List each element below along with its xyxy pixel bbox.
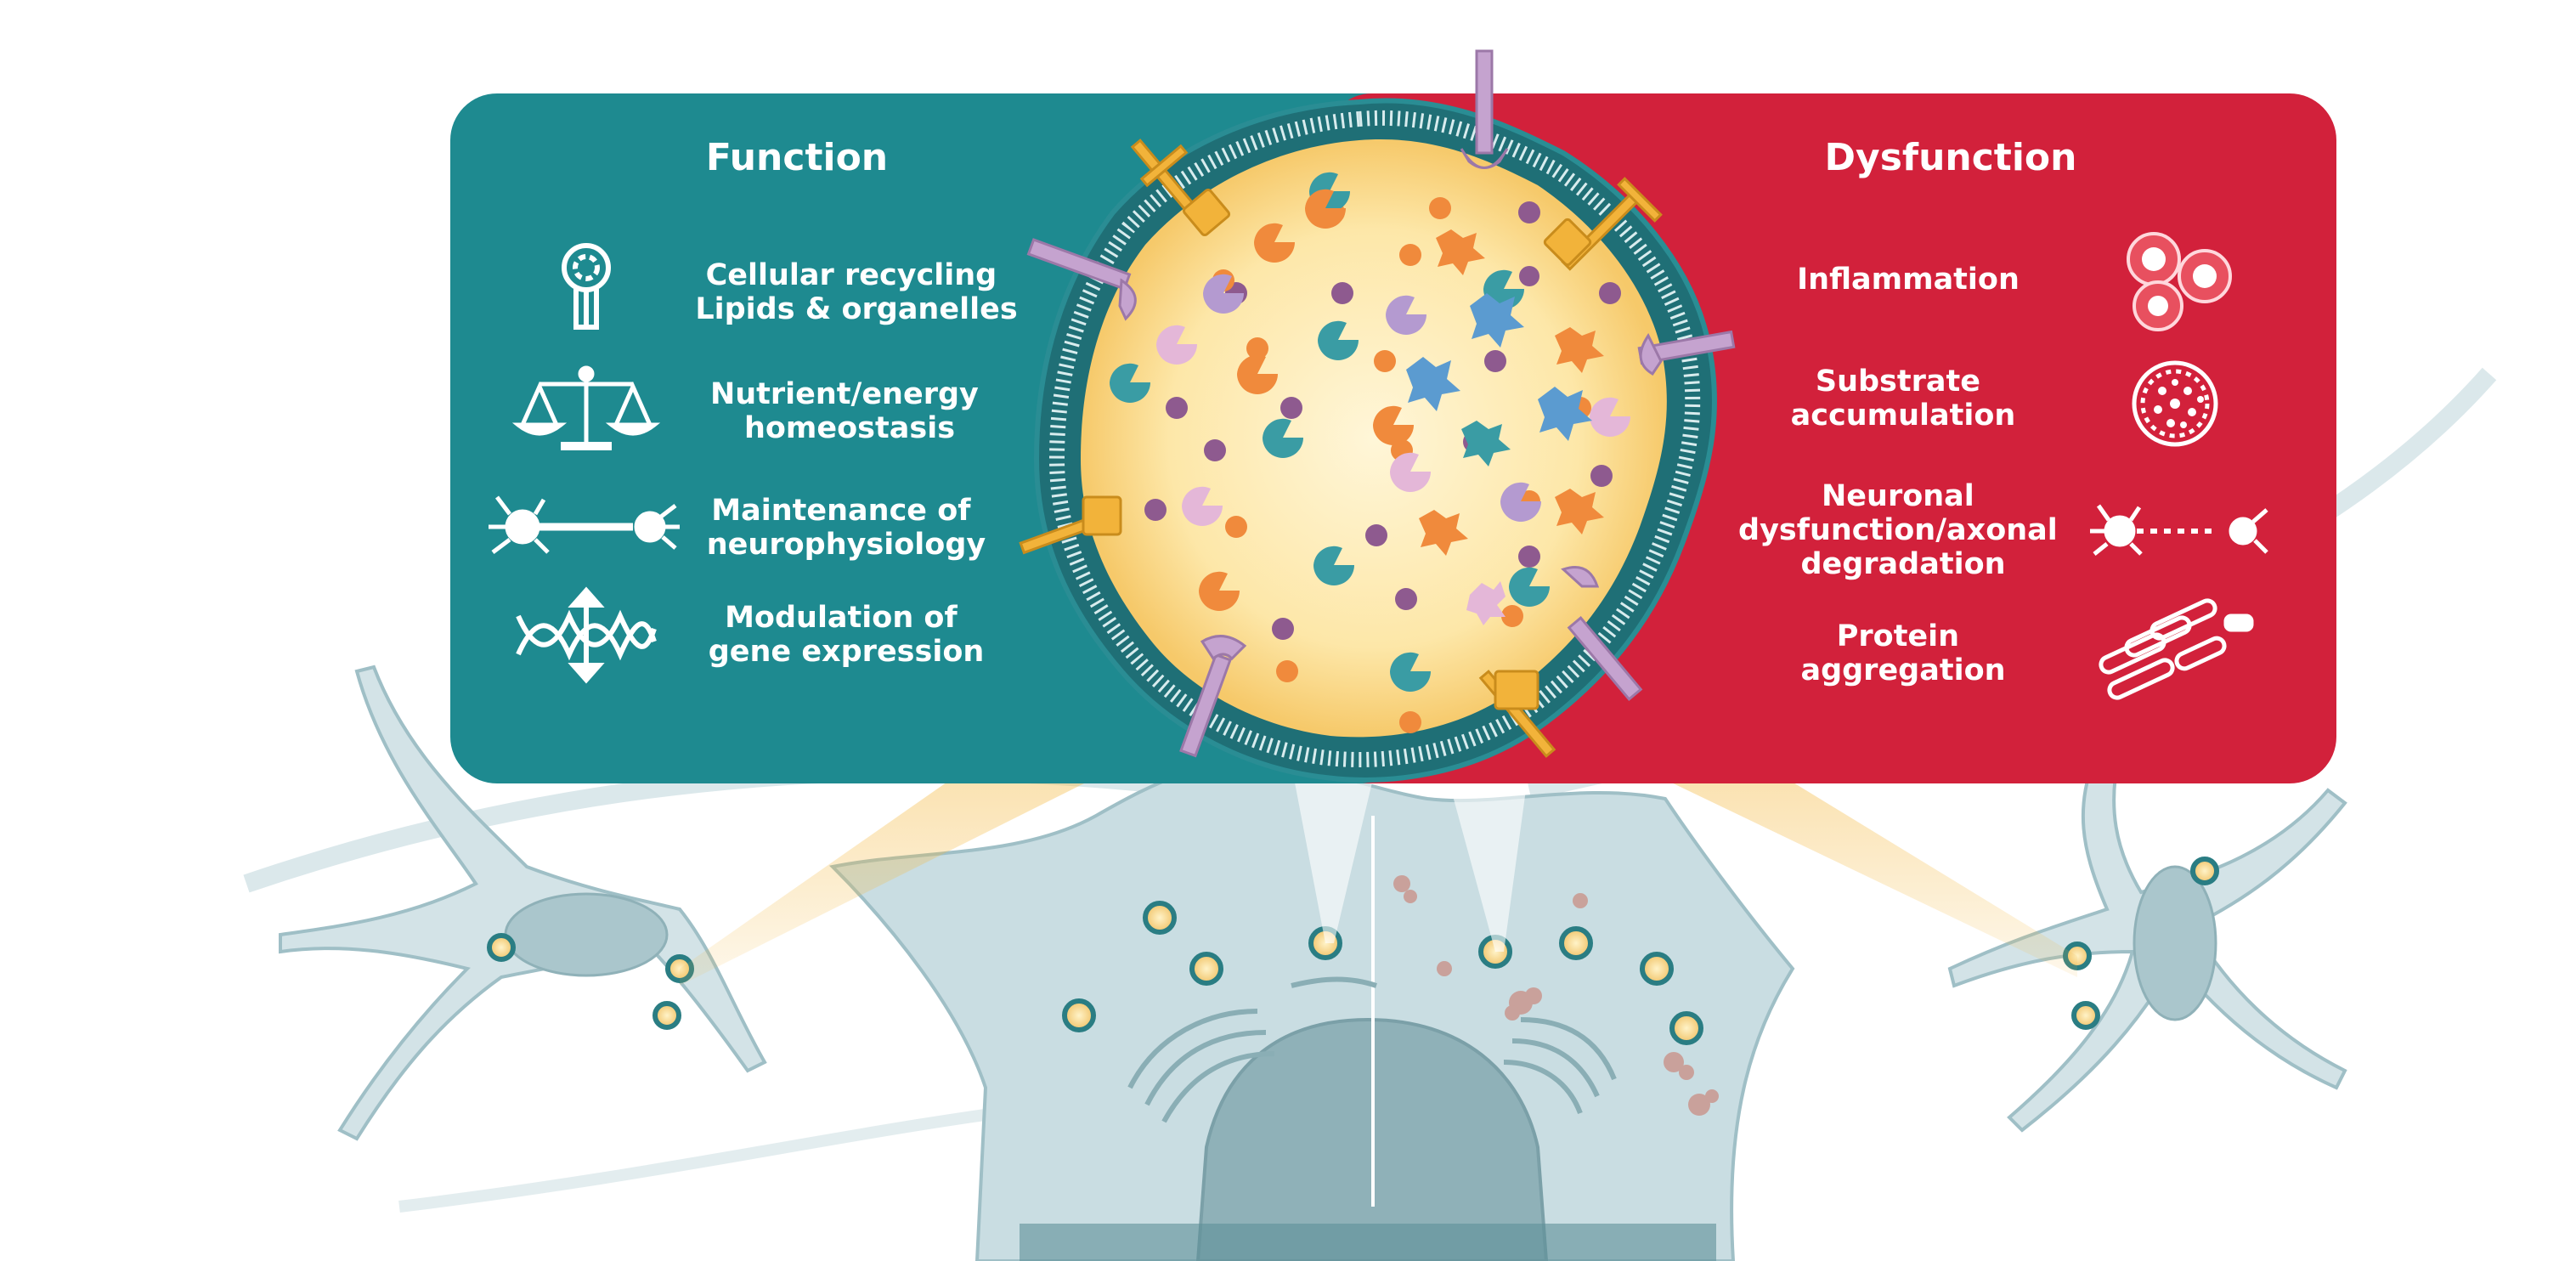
function-item-1: Cellular recycling Lipids & organelles — [695, 258, 1017, 326]
lumen-molecules — [1110, 172, 1630, 733]
function-item-3-line-2: neurophysiology — [707, 528, 986, 562]
dysfunction-item-2-line-2: accumulation — [1791, 399, 2016, 433]
dysfunction-item-3: Neuronal dysfunction/axonal degradation — [1738, 479, 2068, 581]
substrate-accumulation-icon — [2132, 360, 2218, 447]
function-item-4: Modulation of gene expression — [709, 601, 985, 669]
dna-helix-icon — [516, 586, 657, 684]
protein-aggregate-icon — [2099, 598, 2254, 700]
dysfunction-item-3-line-1: Neuronal — [1822, 479, 1974, 513]
inflammation-cells-icon — [2127, 232, 2232, 331]
dysfunction-item-3-line-3: degradation — [1800, 547, 2005, 581]
degraded-neuron-icon — [2090, 504, 2268, 556]
lysosome — [1019, 49, 1736, 783]
left-neuron — [279, 664, 767, 1141]
function-item-3-line-1: Maintenance of — [711, 494, 971, 528]
dysfunction-item-1-line-1: Inflammation — [1797, 263, 2020, 297]
function-title: Function — [706, 136, 888, 179]
membrane-receptors — [1019, 49, 1736, 758]
dysfunction-item-4-line-1: Protein — [1837, 619, 1959, 653]
balance-scale-icon — [511, 365, 661, 450]
dysfunction-item-4: Protein aggregation — [1800, 619, 2005, 687]
function-item-1-line-1: Cellular recycling — [706, 258, 997, 292]
function-item-2-line-1: Nutrient/energy — [710, 377, 979, 411]
dysfunction-item-1: Inflammation — [1797, 263, 2020, 297]
dysfunction-title: Dysfunction — [1825, 136, 2077, 179]
function-item-4-line-1: Modulation of — [725, 601, 958, 635]
function-item-4-line-2: gene expression — [709, 635, 985, 669]
lysosome-recycling-icon — [562, 243, 611, 330]
healthy-neuron-icon — [489, 495, 680, 554]
dysfunction-item-3-line-2: dysfunction/axonal — [1738, 513, 2058, 547]
dysfunction-item-4-line-2: aggregation — [1800, 653, 2005, 687]
function-item-3: Maintenance of neurophysiology — [707, 494, 986, 562]
function-item-1-line-2: Lipids & organelles — [695, 292, 1017, 326]
dysfunction-item-2-line-1: Substrate — [1816, 365, 1980, 399]
function-item-2-line-2: homeostasis — [744, 411, 955, 445]
function-item-2: Nutrient/energy homeostasis — [710, 377, 989, 445]
dysfunction-item-2: Substrate accumulation — [1791, 365, 2016, 433]
